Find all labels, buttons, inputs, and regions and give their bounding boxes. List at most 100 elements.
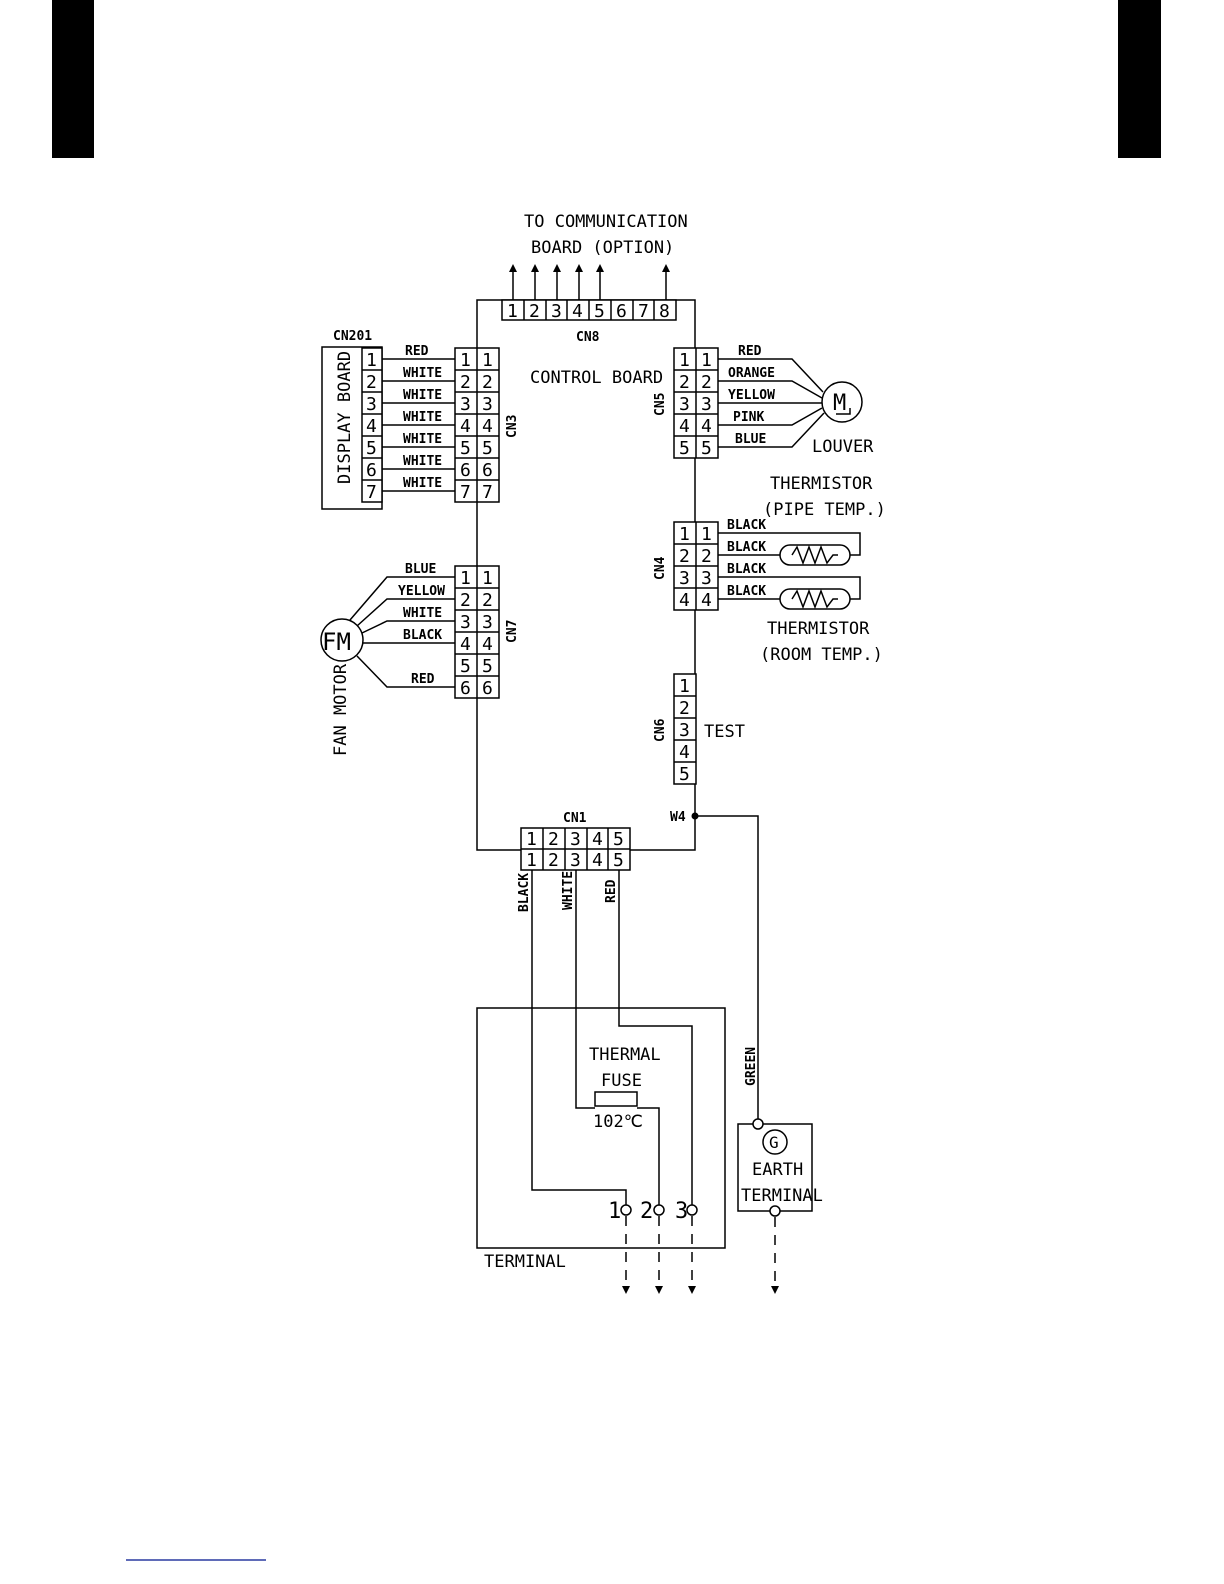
comm-arrows	[509, 264, 670, 300]
thermal-fuse-label: FUSE	[601, 1071, 642, 1091]
cn3-pin: 3	[460, 394, 471, 415]
cn1-wire-label: BLACK	[517, 873, 532, 912]
cn7-pin: 4	[460, 634, 471, 655]
cn3-pin: 2	[460, 372, 471, 393]
cn7-pin: 4	[482, 634, 493, 655]
earth-terminal-label: EARTH	[752, 1160, 803, 1180]
cn8-pin: 7	[638, 301, 649, 322]
cn5-wire-label: PINK	[733, 410, 764, 425]
cn201-label: CN201	[333, 329, 372, 344]
cn1-pin: 4	[592, 850, 603, 871]
cn7-wire-label: BLUE	[405, 562, 436, 577]
cn5-wire-label: RED	[738, 344, 762, 359]
fan-motor-symbol: FM	[322, 628, 351, 656]
cn7-pin: 5	[460, 656, 471, 677]
cn201-connector: 1 2 3 4 5 6 7	[361, 347, 383, 503]
cn4-wire-label: BLACK	[727, 518, 766, 533]
louver-motor-symbol: M	[833, 391, 846, 416]
thermistor-pipe-label: (PIPE TEMP.)	[763, 500, 886, 520]
cn1-label: CN1	[563, 811, 587, 826]
cn5-wire-label: ORANGE	[728, 366, 775, 381]
control-board-label: CONTROL BOARD	[530, 368, 663, 388]
cn5-pin: 2	[701, 372, 712, 393]
cn3-wire-label: WHITE	[403, 476, 442, 491]
cn1-pin: 3	[570, 829, 581, 850]
cn3-connector: 1 1 2 2 3 3 4 4 5 5 6 6 7 7 CN3	[454, 347, 520, 503]
fan-motor: FM FAN MOTOR BLUE YELLOW WHITE BLACK RED	[320, 562, 455, 756]
cn5-pin: 1	[701, 350, 712, 371]
cn8-pin: 4	[572, 301, 583, 322]
cn5-pin: 1	[679, 350, 690, 371]
cn201-pin: 5	[366, 438, 377, 459]
cn5-label: CN5	[653, 393, 668, 416]
cn8-pin: 6	[616, 301, 627, 322]
terminal-label: TERMINAL	[484, 1252, 566, 1272]
cn7-pin: 3	[460, 612, 471, 633]
right-corner-tab	[1118, 0, 1161, 158]
thermistor-room-label: THERMISTOR	[767, 619, 870, 639]
w4-label: W4	[670, 810, 686, 825]
cn1-pin: 1	[526, 829, 537, 850]
cn5-pin: 5	[679, 438, 690, 459]
cn4-wire-label: BLACK	[727, 584, 766, 599]
cn3-pin: 5	[482, 438, 493, 459]
cn4-wire-label: BLACK	[727, 540, 766, 555]
cn3-pin: 1	[460, 350, 471, 371]
cn3-pin: 1	[482, 350, 493, 371]
cn4-connector: 1 1 2 2 3 3 4 4 CN4	[653, 521, 719, 611]
cn6-pin: 4	[679, 742, 690, 763]
cn7-wire-label: WHITE	[403, 606, 442, 621]
cn3-pin: 7	[460, 482, 471, 503]
cn5-wire-label: YELLOW	[728, 388, 775, 403]
green-wire-label: GREEN	[744, 1047, 759, 1086]
thermal-fuse-label: THERMAL	[589, 1045, 661, 1065]
terminal-number: 3	[675, 1199, 688, 1224]
cn5-pin: 4	[679, 416, 690, 437]
cn4-pin: 2	[701, 546, 712, 567]
cn5-connector: 1 1 2 2 3 3 4 4 5 5 CN5	[653, 347, 719, 459]
cn8-pin: 5	[594, 301, 605, 322]
thermistors: THERMISTOR (PIPE TEMP.) THERMISTOR (ROOM…	[718, 474, 886, 665]
display-board-label: DISPLAY BOARD	[335, 351, 355, 484]
cn1-pin: 2	[548, 850, 559, 871]
cn201-pin: 6	[366, 460, 377, 481]
cn1-wire-label: WHITE	[561, 871, 576, 910]
terminal-box	[476, 1007, 726, 1249]
earth-terminal: G EARTH TERMINAL	[737, 1118, 823, 1217]
test-label: TEST	[704, 722, 745, 742]
cn3-wire-label: RED	[405, 344, 429, 359]
fan-motor-label: FAN MOTOR	[331, 663, 351, 756]
cn4-wire-label: BLACK	[727, 562, 766, 577]
cn7-label: CN7	[505, 620, 520, 643]
terminal-number: 1	[608, 1199, 621, 1224]
cn7-pin: 6	[460, 678, 471, 699]
cn3-pin: 5	[460, 438, 471, 459]
cn5-pin: 2	[679, 372, 690, 393]
cn3-label: CN3	[505, 415, 520, 438]
cn4-pin: 2	[679, 546, 690, 567]
cn5-pin: 5	[701, 438, 712, 459]
cn1-wires: BLACK WHITE RED	[517, 870, 693, 1205]
cn1-pin: 3	[570, 850, 581, 871]
cn6-label: CN6	[653, 718, 668, 742]
cn4-pin: 4	[701, 590, 712, 611]
cn7-pin: 3	[482, 612, 493, 633]
cn3-pin: 4	[460, 416, 471, 437]
comm-label-line2: BOARD (OPTION)	[531, 238, 674, 258]
cn201-pin: 4	[366, 416, 377, 437]
louver-motor: M LOUVER RED ORANGE YELLOW PINK BLUE	[718, 344, 874, 457]
cn201-pin: 3	[366, 394, 377, 415]
cn1-pin: 5	[613, 829, 624, 850]
cn7-pin: 1	[482, 568, 493, 589]
cn4-pin: 4	[679, 590, 690, 611]
cn8-connector: 1 2 3 4 5 6 7 8 CN8	[501, 299, 677, 345]
cn3-wire-label: WHITE	[403, 366, 442, 381]
cn6-pin: 2	[679, 698, 690, 719]
cn3-wire-label: WHITE	[403, 388, 442, 403]
cn6-pin: 1	[679, 676, 690, 697]
cn8-pin: 2	[529, 301, 540, 322]
cn7-wire-label: YELLOW	[398, 584, 445, 599]
cn7-connector: 1 1 2 2 3 3 4 4 5 5 6 6 CN7	[454, 565, 520, 699]
cn8-pin: 3	[551, 301, 562, 322]
